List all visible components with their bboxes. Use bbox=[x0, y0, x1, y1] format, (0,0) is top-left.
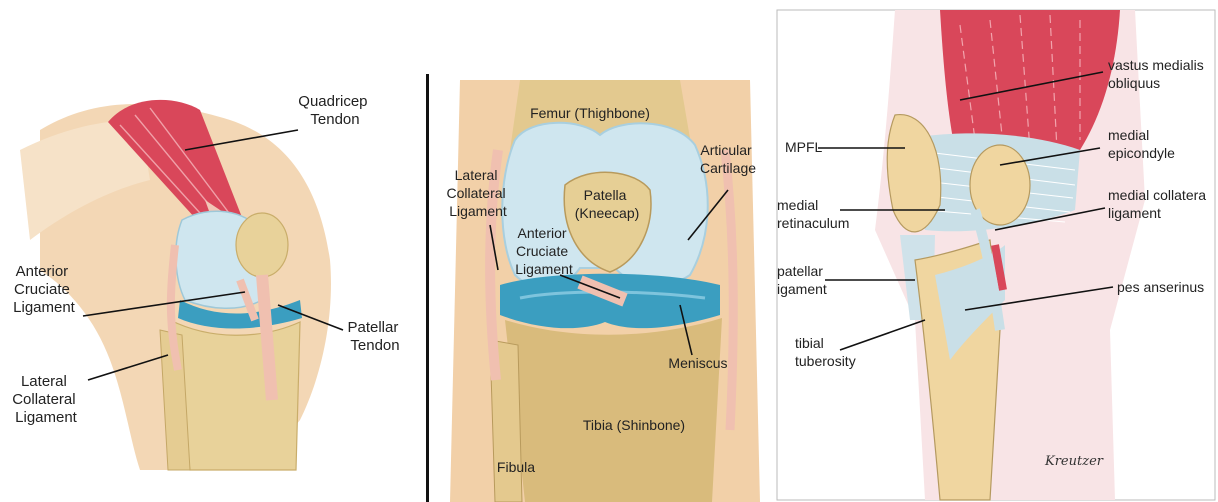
tibia-shape bbox=[170, 320, 300, 470]
artist-signature: Kreutzer bbox=[1044, 454, 1104, 469]
panel-divider bbox=[426, 74, 429, 502]
label-lcl: Lateral Collateral Ligament bbox=[12, 373, 80, 426]
label-fibula: Fibula bbox=[497, 459, 535, 475]
label-mpfl: MPFL bbox=[785, 139, 823, 155]
patella-shape bbox=[236, 213, 288, 277]
label-femur: Femur (Thighbone) bbox=[530, 105, 650, 121]
panel-knee-side-view: Quadricep Tendon Anterior Cruciate Ligam… bbox=[0, 0, 420, 502]
label-acl: Anterior Cruciate Ligament bbox=[13, 263, 76, 316]
knee-front-illustration: Femur (Thighbone) Lateral Collateral Lig… bbox=[430, 0, 770, 502]
medial-knee-illustration: vastus medialis obliquus MPFL medial epi… bbox=[775, 0, 1218, 502]
label-pes-anserinus: pes anserinus bbox=[1117, 279, 1204, 295]
label-patellar: Patellar Tendon bbox=[347, 319, 402, 354]
label-meniscus: Meniscus bbox=[668, 355, 727, 371]
knee-side-illustration: Quadricep Tendon Anterior Cruciate Ligam… bbox=[0, 0, 420, 502]
label-tibia: Tibia (Shinbone) bbox=[583, 417, 685, 433]
label-quadricep: Quadricep Tendon bbox=[298, 93, 371, 128]
label-lcl: Lateral Collateral Ligament bbox=[446, 167, 509, 219]
panel-medial-knee-view: vastus medialis obliquus MPFL medial epi… bbox=[775, 0, 1218, 502]
panel-knee-front-view: Femur (Thighbone) Lateral Collateral Lig… bbox=[430, 0, 770, 502]
label-acl: Anterior Cruciate Ligament bbox=[515, 225, 573, 277]
